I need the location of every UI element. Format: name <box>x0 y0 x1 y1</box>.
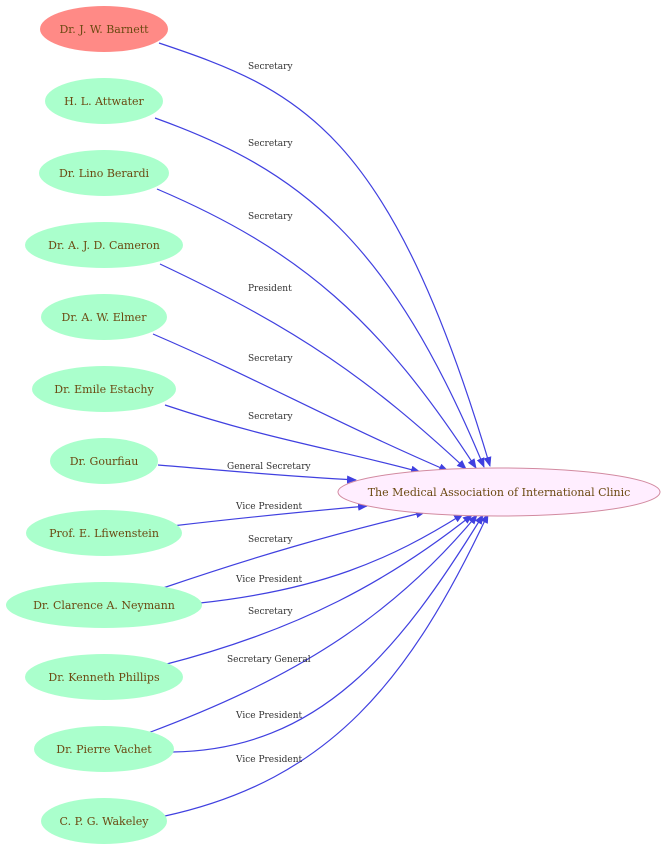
edge-labels-layer: SecretarySecretarySecretaryPresidentSecr… <box>227 62 311 765</box>
person-node-label: Dr. Emile Estachy <box>54 383 154 396</box>
person-node-shape <box>39 150 169 196</box>
edge-h-l-attwater-secretary <box>154 117 485 468</box>
edge-label: Secretary <box>248 354 293 364</box>
edge-dr-clarence-a-neymann-vice-president <box>199 513 464 604</box>
person-node-label: C. P. G. Wakeley <box>60 815 150 828</box>
edge-dr-lino-berardi-secretary <box>156 188 477 469</box>
person-node-dr-lino-berardi: Dr. Lino Berardi <box>39 150 169 196</box>
organization-node: The Medical Association of International… <box>337 467 661 517</box>
person-node-h-l-attwater: H. L. Attwater <box>45 78 163 124</box>
person-node-dr-gourfiau: Dr. Gourfiau <box>50 438 158 484</box>
edge-dr-emile-estachy-secretary <box>164 404 421 474</box>
person-node-shape <box>6 582 202 628</box>
person-node-label: Prof. E. Lfiwenstein <box>49 527 159 540</box>
person-node-shape <box>26 510 182 556</box>
person-node-shape <box>25 222 183 268</box>
person-node-dr-a-w-elmer: Dr. A. W. Elmer <box>41 294 167 340</box>
person-node-label: Dr. Kenneth Phillips <box>48 671 160 684</box>
edge-label: Vice President <box>235 502 303 512</box>
edge-label: Secretary General <box>227 655 311 665</box>
edge-label: Secretary <box>248 535 293 545</box>
person-node-label: Dr. Lino Berardi <box>59 167 150 180</box>
person-node-prof-e-lfiwenstein: Prof. E. Lfiwenstein <box>26 510 182 556</box>
person-node-label: H. L. Attwater <box>64 95 144 108</box>
person-node-label: Dr. Gourfiau <box>70 455 139 468</box>
edge-label: Secretary <box>248 62 293 72</box>
edge-label: Secretary <box>248 412 293 422</box>
edge-dr-a-w-elmer-secretary <box>152 333 449 472</box>
edge-label: Secretary <box>248 607 293 617</box>
edge-label: Secretary <box>248 139 293 149</box>
edge-dr-clarence-a-neymann-secretary <box>162 510 426 589</box>
person-node-shape <box>34 726 174 772</box>
person-node-shape <box>50 438 158 484</box>
edge-label: General Secretary <box>227 462 311 472</box>
person-node-c-p-g-wakeley: C. P. G. Wakeley <box>41 798 167 844</box>
edge-label: Secretary <box>248 212 293 222</box>
edge-dr-a-j-d-cameron-president <box>159 263 467 470</box>
edge-dr-pierre-vachet-vice-president <box>171 514 484 753</box>
edge-dr-j-w-barnett-secretary <box>158 42 492 467</box>
person-node-label: Dr. J. W. Barnett <box>59 23 149 36</box>
edge-label: Vice President <box>235 755 303 765</box>
person-node-dr-kenneth-phillips: Dr. Kenneth Phillips <box>25 654 183 700</box>
person-node-shape <box>45 78 163 124</box>
person-node-dr-j-w-barnett: Dr. J. W. Barnett <box>40 6 168 52</box>
person-node-shape <box>25 654 183 700</box>
person-node-dr-emile-estachy: Dr. Emile Estachy <box>32 366 176 412</box>
person-node-label: Dr. A. W. Elmer <box>62 311 148 324</box>
person-node-dr-clarence-a-neymann: Dr. Clarence A. Neymann <box>6 582 202 628</box>
person-node-dr-a-j-d-cameron: Dr. A. J. D. Cameron <box>25 222 183 268</box>
edges-layer <box>147 42 492 817</box>
edge-dr-gourfiau-general-secretary <box>157 464 357 484</box>
organization-node-label: The Medical Association of International… <box>368 486 631 499</box>
person-node-shape <box>32 366 176 412</box>
person-node-shape <box>41 798 167 844</box>
person-node-label: Dr. Clarence A. Neymann <box>33 599 175 612</box>
edge-label: Vice President <box>235 711 303 721</box>
edge-label: President <box>248 284 292 294</box>
edge-label: Vice President <box>235 575 303 585</box>
person-node-shape <box>41 294 167 340</box>
person-node-label: Dr. A. J. D. Cameron <box>48 239 160 252</box>
person-node-dr-pierre-vachet: Dr. Pierre Vachet <box>34 726 174 772</box>
organization-node-shape <box>337 467 661 517</box>
person-node-shape <box>40 6 168 52</box>
edge-prof-e-lfiwenstein-vice-president <box>171 502 368 527</box>
edge-dr-kenneth-phillips-secretary <box>162 514 473 666</box>
edge-dr-pierre-vachet-secretary-general <box>147 514 478 734</box>
person-node-label: Dr. Pierre Vachet <box>56 743 152 756</box>
edge-c-p-g-wakeley-vice-president <box>164 513 489 817</box>
